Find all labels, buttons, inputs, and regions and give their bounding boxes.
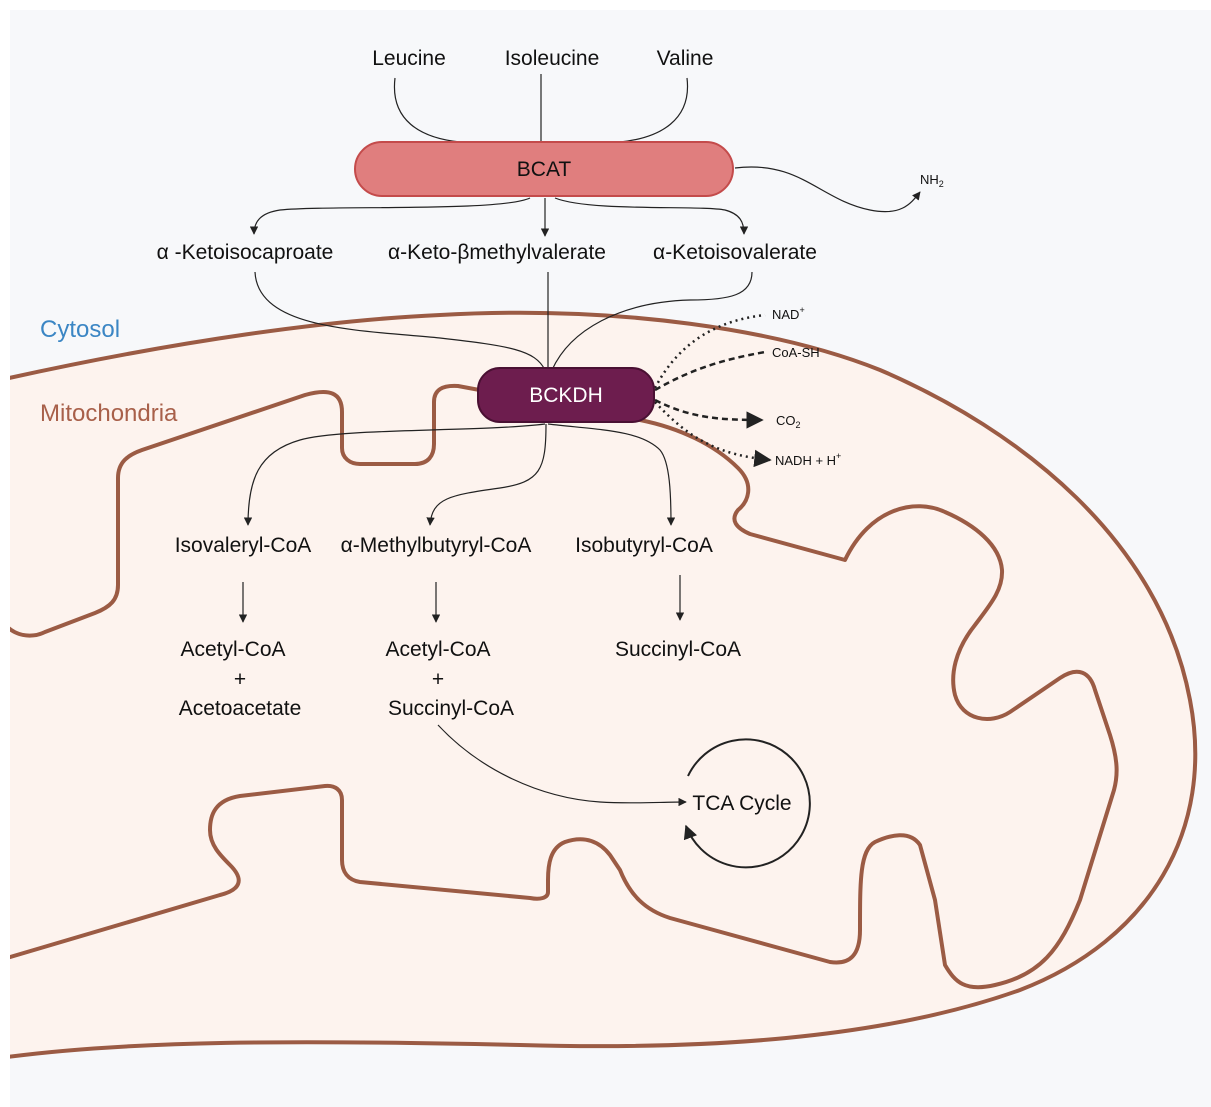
isoleucine-product-plus: + xyxy=(432,668,444,691)
keto-acid-ketomethylvalerate: α-Keto-βmethylvalerate xyxy=(388,241,606,264)
keto-acid-ketoisocaproate: α -Ketoisocaproate xyxy=(157,241,334,264)
leucine-product-plus: + xyxy=(234,668,246,691)
leucine-product-acetyl-coa: Acetyl-CoA xyxy=(180,638,285,661)
tca-cycle-label: TCA Cycle xyxy=(692,792,791,815)
bcat-enzyme: BCAT xyxy=(355,142,733,196)
coa-sh-label: CoA-SH xyxy=(772,345,820,360)
nadh-label: NADH + H+ xyxy=(775,451,841,468)
keto-acid-ketoisovalerate: α-Ketoisovalerate xyxy=(653,241,817,264)
bcat-label: BCAT xyxy=(517,158,572,181)
amino-acid-leucine: Leucine xyxy=(372,47,446,70)
leucine-product-acetoacetate: Acetoacetate xyxy=(179,697,302,720)
isoleucine-product-acetyl-coa: Acetyl-CoA xyxy=(385,638,490,661)
acyl-coa-isobutyryl: Isobutyryl-CoA xyxy=(575,534,713,557)
valine-product-succinyl-coa: Succinyl-CoA xyxy=(615,638,741,661)
mitochondria-label: Mitochondria xyxy=(40,400,178,427)
cytosol-label: Cytosol xyxy=(40,316,120,343)
isoleucine-product-succinyl-coa: Succinyl-CoA xyxy=(388,697,514,720)
amino-acid-valine: Valine xyxy=(657,47,714,70)
bckdh-enzyme: BCKDH xyxy=(478,368,654,422)
acyl-coa-methylbutyryl: α-Methylbutyryl-CoA xyxy=(341,534,532,557)
acyl-coa-isovaleryl: Isovaleryl-CoA xyxy=(175,534,312,557)
amino-acid-isoleucine: Isoleucine xyxy=(505,47,600,70)
bckdh-label: BCKDH xyxy=(529,384,603,407)
